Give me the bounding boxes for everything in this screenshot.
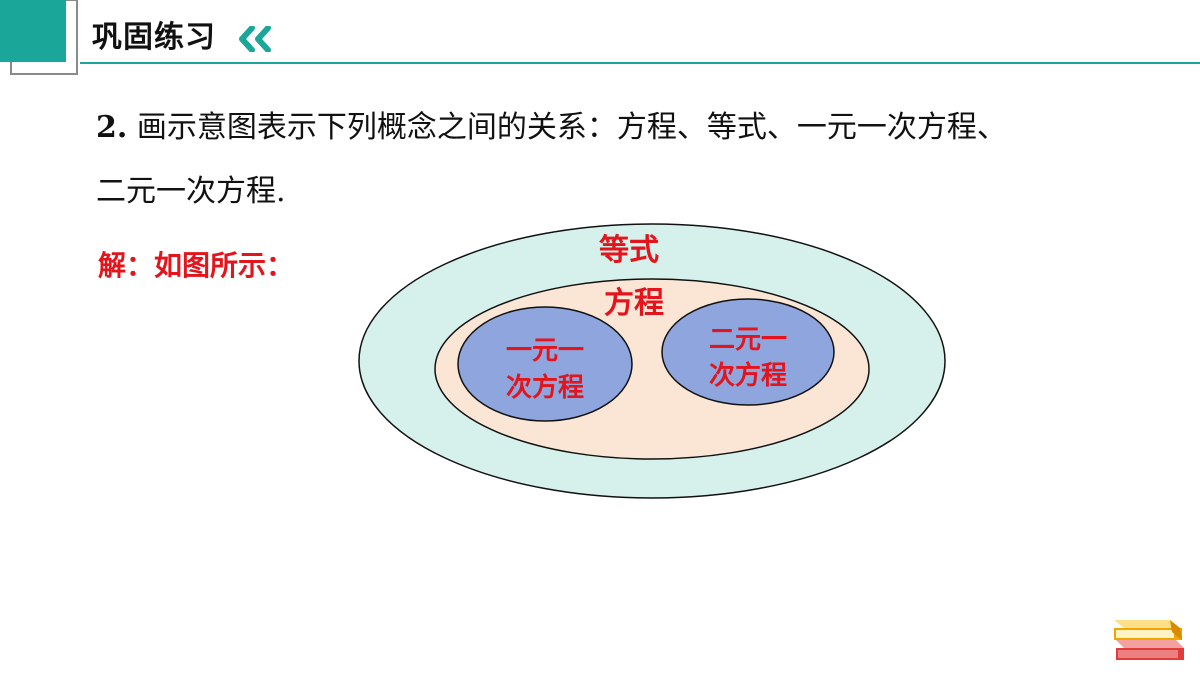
header-badge xyxy=(0,0,80,76)
problem-number: 2. xyxy=(96,110,128,145)
problem-line-2: 二元一次方程. xyxy=(96,174,286,209)
problem-line-1: 2. 画示意图表示下列概念之间的关系：方程、等式、一元一次方程、 xyxy=(96,96,1176,160)
problem-line-1-text: 画示意图表示下列概念之间的关系：方程、等式、一元一次方程、 xyxy=(136,110,1007,145)
right-inner-ellipse xyxy=(661,298,835,406)
header-divider xyxy=(80,62,1200,64)
left-inner-label-line-1: 一元一 xyxy=(506,336,584,366)
outer-label: 等式 xyxy=(599,233,659,268)
right-inner-label-line-1: 二元一 xyxy=(709,325,787,355)
double-chevron-left-icon xyxy=(239,26,271,52)
section-title: 巩固练习 xyxy=(92,20,216,55)
left-inner-label-line-2: 次方程 xyxy=(506,372,584,403)
venn-diagram: 等式 方程 一元一 次方程 二元一 次方程 xyxy=(358,223,946,499)
right-inner-label-line-2: 次方程 xyxy=(709,360,787,391)
solution-label: 解：如图所示： xyxy=(98,249,295,282)
books-icon xyxy=(1114,620,1184,660)
problem-text: 2. 画示意图表示下列概念之间的关系：方程、等式、一元一次方程、 二元一次方程. xyxy=(96,96,1176,224)
middle-label: 方程 xyxy=(604,286,664,321)
left-inner-ellipse xyxy=(457,306,633,422)
